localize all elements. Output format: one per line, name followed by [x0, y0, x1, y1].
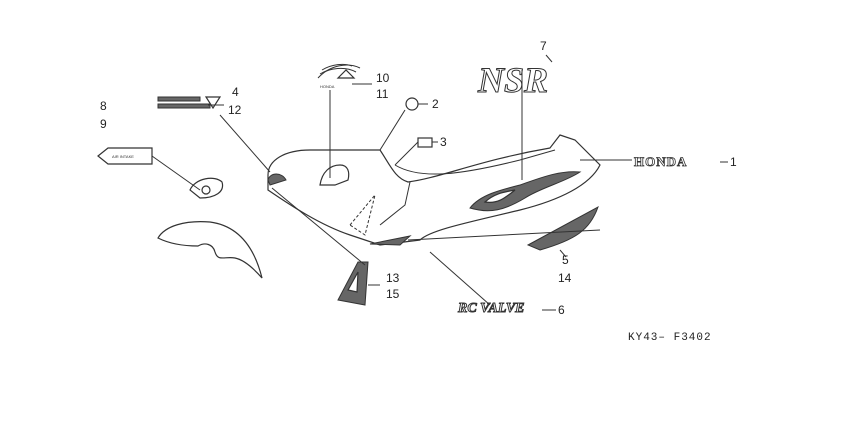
callout-2: 2: [432, 97, 439, 111]
caution-label: [157, 96, 222, 110]
fairing-body: [267, 134, 601, 246]
diagram-code: KY43– F3402: [628, 332, 712, 344]
fairing-stripe-decal: [469, 171, 582, 212]
callout-5: 5: [562, 253, 569, 267]
callout-10: 10: [376, 71, 390, 85]
callout-numbers: 1 2 3 4 5 6 7 8 9 10 11 12 13 14 15: [100, 39, 737, 317]
honda-wing-emblem: HONDA: [317, 63, 361, 89]
front-fender: [157, 221, 263, 279]
rc-valve-logo: RC VALVE: [457, 301, 525, 316]
side-stripe-decal: [526, 205, 599, 251]
air-intake-text: AIR INTAKE: [112, 154, 134, 159]
callout-8: 8: [100, 99, 107, 113]
tank-wing-decal: [267, 164, 350, 186]
callout-9: 9: [100, 117, 107, 131]
callout-1: 1: [730, 155, 737, 169]
callout-12: 12: [228, 103, 242, 117]
callout-11: 11: [376, 87, 389, 101]
nsr-logo: NSR: [477, 60, 548, 100]
callout-4: 4: [232, 85, 239, 99]
honda-logo: HONDA: [634, 154, 687, 169]
callout-13: 13: [386, 271, 400, 285]
callout-7: 7: [540, 39, 547, 53]
air-intake-decal: AIR INTAKE: [97, 147, 153, 165]
callout-3: 3: [440, 135, 447, 149]
callout-15: 15: [386, 287, 400, 301]
honda-small-text: HONDA: [320, 84, 335, 89]
lower-stripe-decal: [369, 235, 412, 246]
leader-lines: [151, 54, 728, 311]
fuel-cap-emblem: [405, 97, 419, 111]
callout-14: 14: [558, 271, 572, 285]
small-label: [417, 137, 433, 148]
callout-6: 6: [558, 303, 565, 317]
